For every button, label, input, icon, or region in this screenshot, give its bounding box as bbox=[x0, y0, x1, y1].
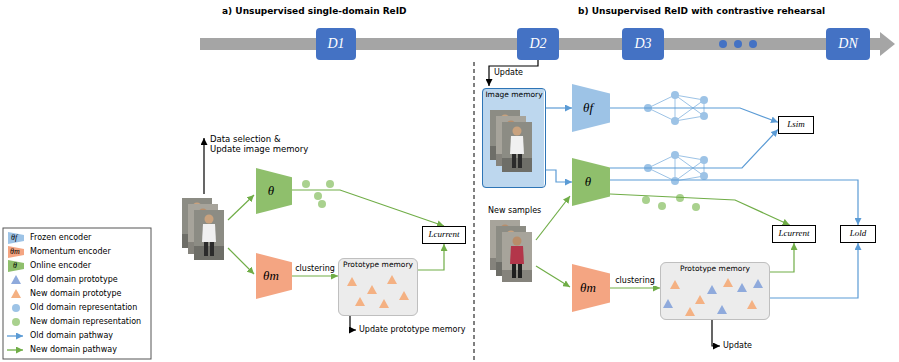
node-text: D2 bbox=[529, 36, 546, 51]
section-title: b) Unsupervised ReID with contrastive re… bbox=[578, 6, 825, 17]
legend-frame bbox=[3, 228, 151, 359]
connector bbox=[546, 170, 572, 182]
legend-text: Frozen encoder bbox=[30, 233, 91, 243]
edge-label: clustering bbox=[614, 276, 656, 286]
connector bbox=[418, 244, 444, 270]
node-text: Lcurrent bbox=[778, 229, 809, 239]
note-text: Data selection & Update image memory bbox=[210, 134, 310, 154]
domain-box: D2 bbox=[517, 28, 559, 60]
frozen-encoder: θf bbox=[572, 84, 610, 132]
node-text: θm bbox=[580, 281, 596, 295]
note-text: Update bbox=[494, 68, 523, 78]
legend-text: New domain pathway bbox=[30, 345, 117, 355]
note-text: Update prototype memory bbox=[359, 325, 465, 335]
person-images bbox=[182, 88, 544, 282]
loss-box: Lsim bbox=[778, 116, 814, 134]
connector bbox=[610, 130, 778, 169]
loss-box: Lold bbox=[840, 225, 876, 243]
node-text: Prototype memory bbox=[680, 265, 750, 273]
legend-symbol: θm bbox=[10, 247, 20, 256]
node-text: Lcurrent bbox=[428, 230, 459, 240]
pathway-arrows bbox=[204, 60, 720, 346]
connector bbox=[610, 287, 660, 288]
domain-box: DN bbox=[826, 28, 870, 60]
legend-text: New domain prototype bbox=[30, 289, 121, 299]
connector bbox=[292, 190, 444, 226]
node-text: Lold bbox=[850, 229, 867, 239]
connector bbox=[610, 194, 790, 225]
node-text: D1 bbox=[327, 36, 344, 51]
connector bbox=[546, 107, 572, 108]
note-text: New samples bbox=[488, 206, 541, 216]
legend-symbol: θ bbox=[13, 261, 17, 270]
node-text: Lsim bbox=[787, 120, 805, 130]
legend-symbol: θf bbox=[11, 233, 17, 242]
connector bbox=[770, 243, 794, 272]
divider bbox=[474, 62, 475, 360]
node-text: Prototype memory bbox=[343, 261, 413, 269]
node-text: θ bbox=[268, 184, 274, 198]
connector bbox=[292, 275, 338, 276]
loss-box: Lcurrent bbox=[772, 225, 816, 243]
note-text: Update bbox=[723, 341, 752, 351]
legend-text: Online encoder bbox=[30, 261, 91, 271]
node-text: θm bbox=[263, 269, 279, 283]
legend-text: New domain representation bbox=[30, 317, 141, 327]
node-text: Image memory bbox=[485, 91, 542, 99]
online-encoder: θ bbox=[572, 158, 610, 206]
prototype-memory: Prototype memory bbox=[338, 258, 418, 316]
node-text: θ bbox=[585, 175, 591, 189]
momentum-encoder: θm bbox=[572, 264, 610, 312]
image-memory: Image memory bbox=[482, 88, 546, 188]
legend-text: Old domain pathway bbox=[30, 331, 113, 341]
domain-box: D3 bbox=[622, 28, 664, 60]
node-text: θf bbox=[583, 101, 593, 115]
connector bbox=[610, 180, 858, 225]
loss-box: Lcurrent bbox=[422, 226, 466, 244]
node-text: DN bbox=[838, 36, 857, 51]
online-encoder: θ bbox=[256, 168, 292, 214]
legend-text: Old domain prototype bbox=[30, 275, 118, 285]
legend-text: Old domain representation bbox=[30, 303, 137, 313]
connector bbox=[770, 243, 858, 298]
node-text: D3 bbox=[634, 36, 651, 51]
representation-graph bbox=[302, 91, 708, 211]
momentum-encoder: θm bbox=[256, 253, 292, 299]
legend-text: Momentum encoder bbox=[30, 247, 111, 257]
section-title: a) Unsupervised single-domain ReID bbox=[222, 6, 407, 17]
prototype-memory: Prototype memory bbox=[660, 262, 770, 320]
connector bbox=[610, 108, 778, 122]
memory-fill bbox=[338, 258, 770, 320]
edge-label: clustering bbox=[294, 264, 336, 274]
domain-box: D1 bbox=[316, 28, 356, 60]
